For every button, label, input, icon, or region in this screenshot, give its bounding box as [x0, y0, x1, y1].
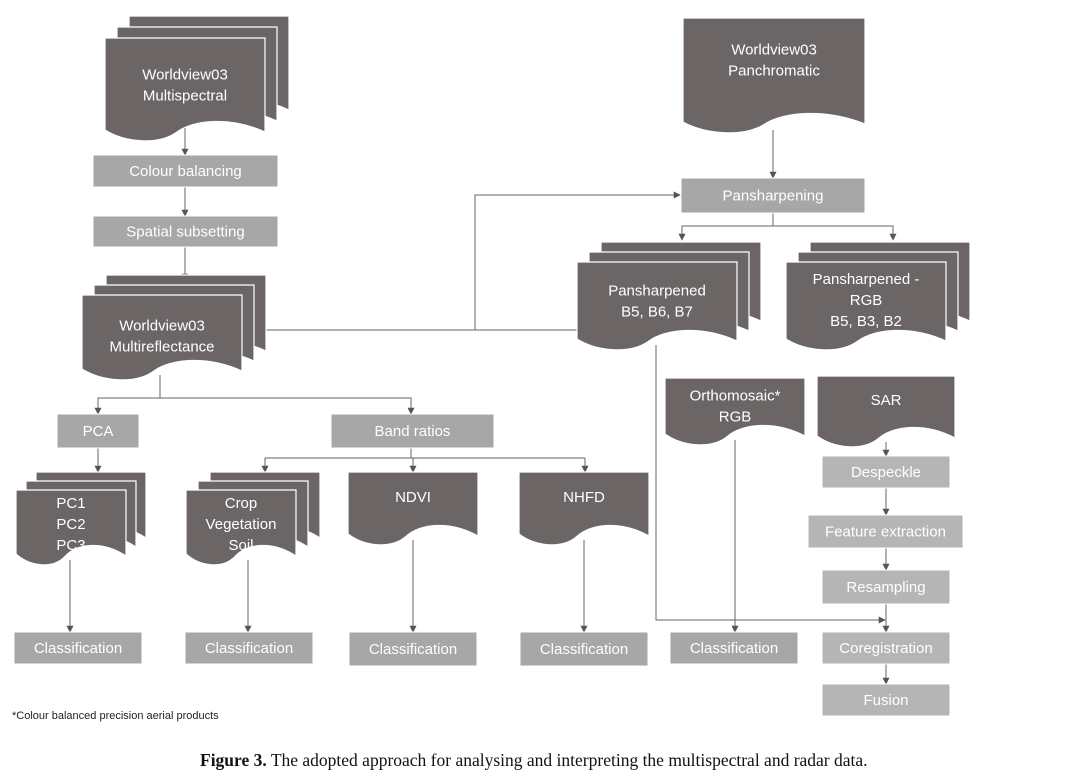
pc-layers-shape [15, 489, 127, 566]
nhfd-label: NHFD [563, 489, 605, 506]
pansharpened-b5-b6-b7-shape [576, 261, 738, 351]
footnote: *Colour balanced precision aerial produc… [12, 710, 219, 722]
fusion-box [821, 683, 951, 717]
spatial-subsetting-label: Spatial subsetting [126, 224, 244, 241]
classification-ndvi-label: Classification [369, 641, 457, 658]
spatial-subsetting-box [92, 215, 279, 248]
band-ratios-box [330, 413, 495, 449]
conn-pansharp-to-b567 [678, 213, 774, 241]
pansharpening-box [680, 177, 866, 214]
despeckle-box [821, 455, 951, 489]
feature-extraction-box [807, 514, 964, 549]
ndvi-shape [347, 471, 479, 546]
classification-nhfd-label: Classification [540, 641, 628, 658]
conn-mr-to-pca [94, 375, 161, 415]
classification-ndvi-box [348, 631, 478, 667]
figure-caption: Figure 3. The adopted approach for analy… [200, 750, 868, 771]
caption-label: Figure 3. [200, 750, 267, 770]
classification-ortho-label: Classification [690, 640, 778, 657]
conn-mr-to-bandratios [160, 397, 415, 415]
colour-balancing-label: Colour balancing [129, 163, 242, 180]
despeckle-label: Despeckle [851, 464, 921, 481]
crop-vegetation-soil-shape [185, 489, 297, 566]
sar-shape [816, 375, 956, 448]
orthomosaic-rgb-label: Orthomosaic*RGB [690, 388, 781, 426]
resampling-label: Resampling [846, 579, 925, 596]
classification-pca-box [13, 631, 143, 665]
classification-cvs-label: Classification [205, 640, 293, 657]
worldview-multireflectance-shape [81, 294, 243, 381]
fusion-label: Fusion [863, 692, 908, 709]
pansharpening-label: Pansharpening [723, 188, 824, 205]
colour-balancing-box [92, 154, 279, 188]
band-ratios-label: Band ratios [375, 423, 451, 440]
ndvi-label: NDVI [395, 489, 431, 506]
classification-nhfd-box [519, 631, 649, 667]
orthomosaic-rgb-shape [664, 377, 806, 446]
feature-extraction-label: Feature extraction [825, 524, 946, 541]
worldview-panchromatic-shape [682, 17, 866, 134]
connectors [66, 128, 897, 685]
worldview-multispectral-shape [104, 37, 266, 142]
pca-box [56, 413, 140, 449]
classification-pca-label: Classification [34, 640, 122, 657]
conn-pansharp-to-rgb [773, 225, 897, 241]
conn-mr-to-pansharp [265, 191, 681, 331]
classification-cvs-box [184, 631, 314, 665]
sar-label: SAR [871, 392, 902, 409]
resampling-box [821, 569, 951, 605]
conn-ps-to-coreg [655, 345, 886, 624]
coregistration-box [821, 631, 951, 665]
pca-label: PCA [83, 423, 114, 440]
nhfd-shape [518, 471, 650, 546]
caption-text: The adopted approach for analysing and i… [266, 750, 868, 770]
coregistration-label: Coregistration [839, 640, 932, 657]
classification-ortho-box [669, 631, 799, 665]
pansharpened-rgb-shape [785, 261, 947, 351]
